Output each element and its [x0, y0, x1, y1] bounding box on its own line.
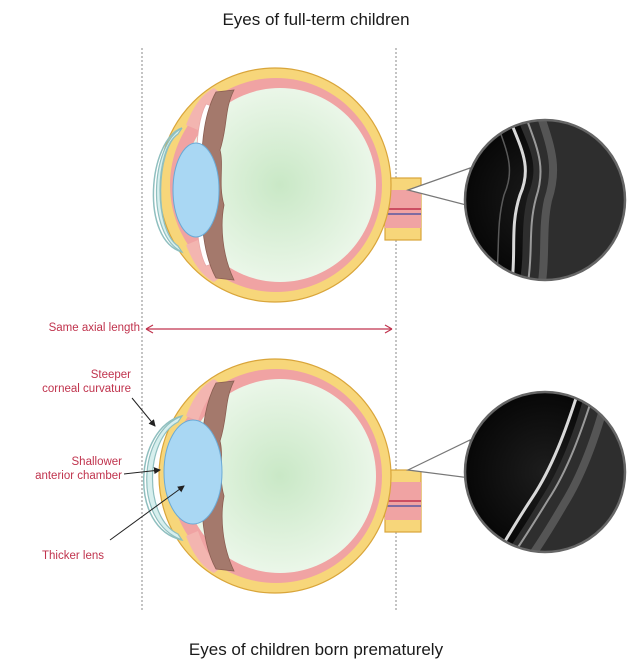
label-chamber-line1: Shallower — [0, 455, 122, 469]
label-corneal-line2: corneal curvature — [0, 382, 131, 396]
title-full-term: Eyes of full-term children — [0, 10, 632, 30]
premature-eye — [144, 359, 421, 593]
full-term-eye — [153, 68, 421, 302]
corneal-curvature-arrow — [132, 398, 155, 426]
label-axial-length: Same axial length — [8, 321, 140, 335]
label-corneal-line1: Steeper — [0, 368, 131, 382]
thick-lens — [164, 420, 222, 524]
oct-scan-premature — [408, 392, 625, 558]
label-chamber-line2: anterior chamber — [0, 469, 122, 483]
lens — [173, 143, 219, 237]
label-corneal-curvature: Steeper corneal curvature — [0, 368, 131, 396]
label-anterior-chamber: Shallower anterior chamber — [0, 455, 122, 483]
title-premature: Eyes of children born prematurely — [0, 640, 632, 660]
oct-scan-full-term — [408, 120, 625, 282]
label-thicker-lens: Thicker lens — [0, 549, 104, 563]
